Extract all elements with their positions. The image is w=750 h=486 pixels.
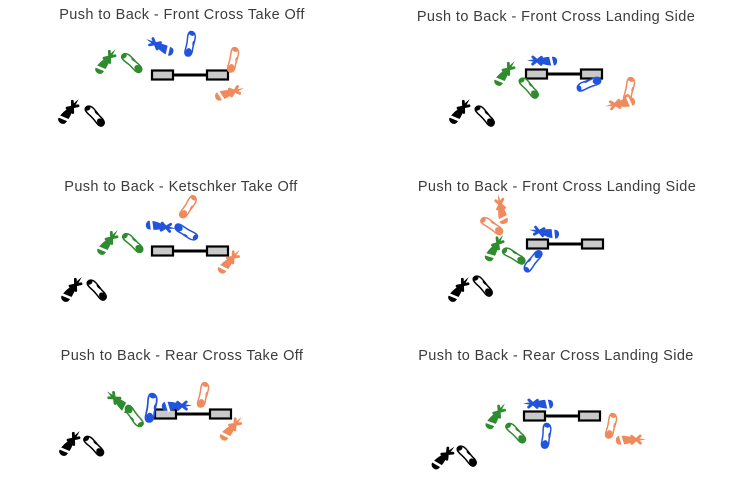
blue-dagger-print bbox=[143, 34, 176, 59]
black-dagger-print bbox=[429, 442, 459, 472]
black-dagger-print bbox=[55, 95, 84, 127]
obstacle-bar bbox=[150, 245, 230, 257]
green-sole-print bbox=[500, 245, 528, 267]
orange-sole-print bbox=[226, 46, 241, 74]
green-dagger-print bbox=[491, 57, 520, 89]
obstacle-bar bbox=[522, 410, 602, 422]
black-dagger-print bbox=[58, 273, 87, 305]
black-sole-print bbox=[81, 433, 107, 458]
blue-dagger-print bbox=[526, 54, 558, 68]
blue-sole-print bbox=[172, 221, 200, 243]
black-dagger-print bbox=[445, 273, 474, 305]
orange-dagger-print bbox=[615, 433, 647, 447]
obstacle-bar bbox=[524, 68, 604, 80]
panel-title-ketschker-take-off: Push to Back - Ketschker Take Off bbox=[64, 179, 298, 195]
panel-title-front-cross-take-off: Push to Back - Front Cross Take Off bbox=[59, 7, 305, 23]
obstacle-bar bbox=[150, 69, 230, 81]
obstacle-bar bbox=[525, 238, 605, 250]
green-dagger-print bbox=[94, 226, 123, 258]
obstacle-bar bbox=[153, 408, 233, 420]
green-dagger-print bbox=[482, 231, 508, 264]
black-sole-print bbox=[84, 277, 110, 303]
blue-dagger-print bbox=[522, 397, 554, 411]
green-sole-print bbox=[121, 403, 146, 430]
black-sole-print bbox=[470, 273, 496, 299]
orange-dagger-print bbox=[213, 82, 246, 103]
green-sole-print bbox=[118, 50, 146, 75]
black-sole-print bbox=[472, 103, 498, 129]
blue-sole-print bbox=[183, 30, 197, 58]
green-dagger-print bbox=[92, 45, 121, 77]
orange-sole-print bbox=[196, 381, 211, 409]
panel-title-front-cross-landing-side-2: Push to Back - Front Cross Landing Side bbox=[417, 179, 697, 195]
orange-dagger-print bbox=[492, 193, 510, 226]
panel-title-rear-cross-take-off: Push to Back - Rear Cross Take Off bbox=[60, 348, 304, 364]
panel-title-front-cross-landing-side: Push to Back - Front Cross Landing Side bbox=[416, 9, 696, 25]
black-sole-print bbox=[82, 103, 108, 129]
orange-sole-print bbox=[604, 412, 619, 440]
green-sole-print bbox=[503, 420, 529, 445]
panel-title-rear-cross-landing-side: Push to Back - Rear Cross Landing Side bbox=[418, 348, 694, 364]
orange-sole-print bbox=[177, 193, 199, 221]
blue-dagger-print bbox=[528, 224, 560, 241]
green-sole-print bbox=[119, 230, 147, 255]
black-sole-print bbox=[454, 443, 480, 469]
orange-dagger-print bbox=[604, 95, 636, 112]
black-dagger-print bbox=[446, 95, 475, 127]
black-dagger-print bbox=[56, 427, 85, 459]
blue-dagger-print bbox=[145, 218, 177, 235]
blue-sole-print bbox=[540, 422, 553, 450]
blue-dagger-print bbox=[161, 399, 193, 413]
